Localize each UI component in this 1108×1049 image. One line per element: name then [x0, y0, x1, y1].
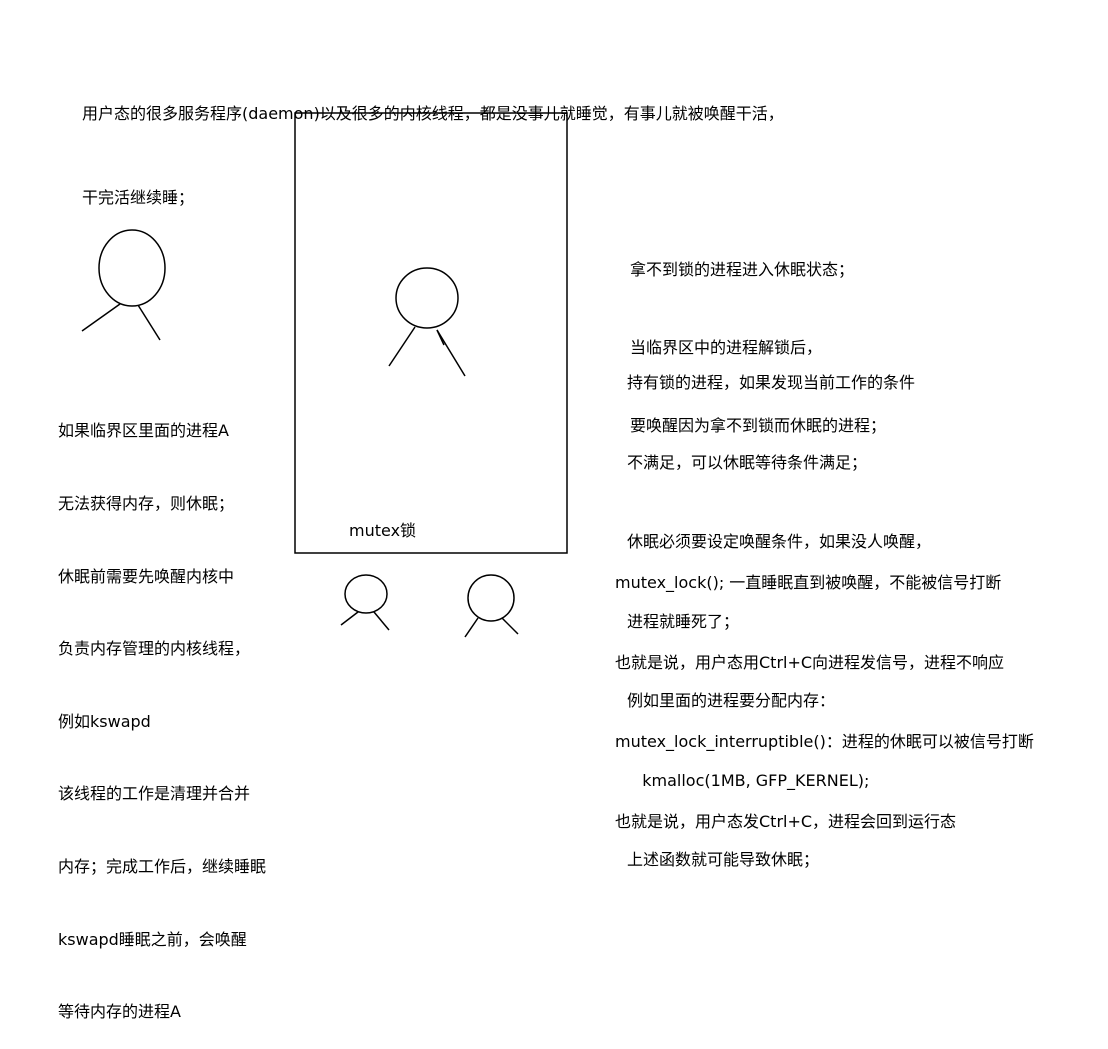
- left-note-line: 内存；完成工作后，继续睡眠: [58, 857, 267, 877]
- right-note-bottom: mutex_lock(); 一直睡眠直到被唤醒，不能被信号打断 也就是说，用户态…: [615, 517, 1034, 862]
- left-note-line: 无法获得内存，则休眠；: [58, 494, 235, 514]
- left-figure-left-leg: [81, 303, 121, 332]
- inner-process-figure: [388, 267, 466, 377]
- right-note-top-line: 拿不到锁的进程进入休眠状态；: [630, 260, 855, 279]
- left-note-line: 负责内存管理的内核线程，: [58, 639, 251, 659]
- left-process-figure: [81, 229, 166, 341]
- inner-figure-right-leg: [436, 329, 466, 377]
- right-note-bottom-line: 也就是说，用户态用Ctrl+C向进程发信号，进程不响应: [615, 652, 1005, 672]
- right-note-top: 拿不到锁的进程进入休眠状态； 当临界区中的进程解锁后， 要唤醒因为拿不到锁而休眠…: [630, 205, 886, 465]
- right-note-bottom-line: mutex_lock(); 一直睡眠直到被唤醒，不能被信号打断: [615, 573, 1002, 592]
- inner-figure-head: [395, 267, 459, 329]
- waiting-figure-2-head: [467, 574, 515, 622]
- right-note-middle-line: 不满足，可以休眠等待条件满足；: [627, 452, 868, 472]
- waiting-figure-2-right-leg: [501, 617, 519, 635]
- waiting-figure-1-head: [344, 574, 388, 614]
- left-note-line: 休眠前需要先唤醒内核中: [58, 566, 235, 586]
- right-note-top-line: 要唤醒因为拿不到锁而休眠的进程；: [630, 416, 887, 435]
- right-note-bottom-line: 也就是说，用户态发Ctrl+C，进程会回到运行态: [615, 811, 957, 831]
- right-note-middle-line: 持有锁的进程，如果发现当前工作的条件: [627, 373, 916, 392]
- left-note-line: 该线程的工作是清理并合并: [58, 784, 251, 804]
- waiting-figure-1-left-leg: [340, 611, 359, 626]
- top-note-line: 用户态的很多服务程序(daemon)以及很多的内核线程，都是没事儿就睡觉，有事儿…: [82, 104, 784, 123]
- mutex-label: mutex锁: [349, 521, 417, 540]
- inner-figure-tick: [436, 329, 445, 346]
- waiting-figure-1-right-leg: [373, 611, 390, 631]
- waiting-process-figure-2: [464, 574, 519, 638]
- left-note: 如果临界区里面的进程A 无法获得内存，则休眠； 休眠前需要先唤醒内核中 负责内存…: [58, 371, 266, 1049]
- waiting-process-figure-1: [340, 574, 390, 631]
- left-figure-head: [98, 229, 166, 307]
- waiting-figure-2-left-leg: [464, 617, 479, 638]
- right-note-top-line: 当临界区中的进程解锁后，: [630, 338, 823, 357]
- left-note-line: 如果临界区里面的进程A: [58, 421, 229, 441]
- top-note: 用户态的很多服务程序(daemon)以及很多的内核线程，都是没事儿就睡觉，有事儿…: [82, 44, 784, 240]
- right-note-bottom-line: mutex_lock_interruptible()：进程的休眠可以被信号打断: [615, 732, 1034, 751]
- inner-figure-left-leg: [388, 326, 416, 367]
- left-note-line: kswapd睡眠之前，会唤醒: [58, 929, 247, 949]
- diagram-drawing: [81, 112, 568, 638]
- left-note-line: 等待内存的进程A: [58, 1002, 181, 1022]
- left-figure-right-leg: [137, 304, 161, 341]
- top-note-line: 干完活继续睡；: [82, 188, 195, 207]
- left-note-line: 例如kswapd: [58, 711, 151, 731]
- right-note-middle-line: 进程就睡死了；: [627, 611, 740, 631]
- critical-section-box: [294, 112, 568, 554]
- right-note-middle-line: 休眠必须要设定唤醒条件，如果没人唤醒，: [627, 532, 932, 551]
